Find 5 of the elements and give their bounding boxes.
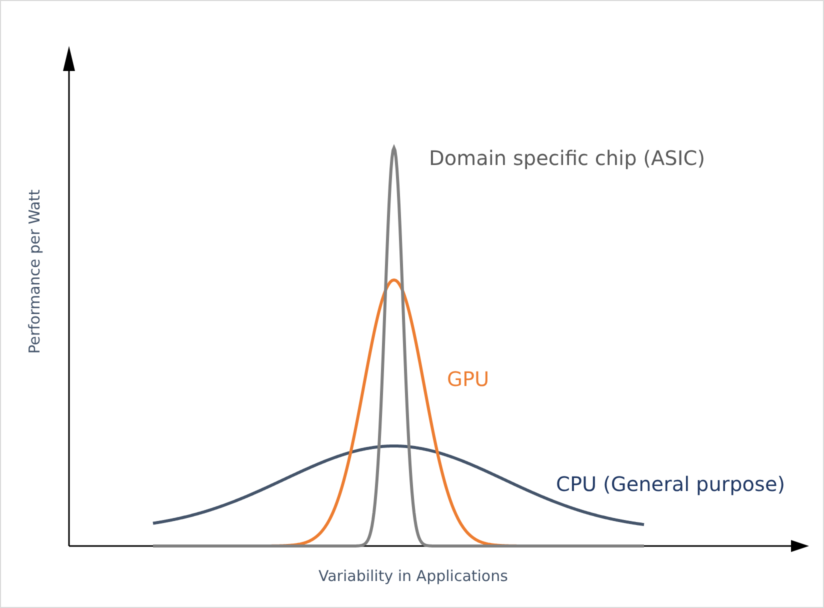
curve-label: CPU (General purpose) bbox=[556, 473, 786, 496]
axis-title: Variability in Applications bbox=[318, 568, 508, 586]
axis-title: Performance per Watt bbox=[26, 188, 44, 354]
curve-label: Domain specific chip (ASIC) bbox=[429, 147, 706, 170]
curve-label: GPU bbox=[447, 368, 490, 391]
